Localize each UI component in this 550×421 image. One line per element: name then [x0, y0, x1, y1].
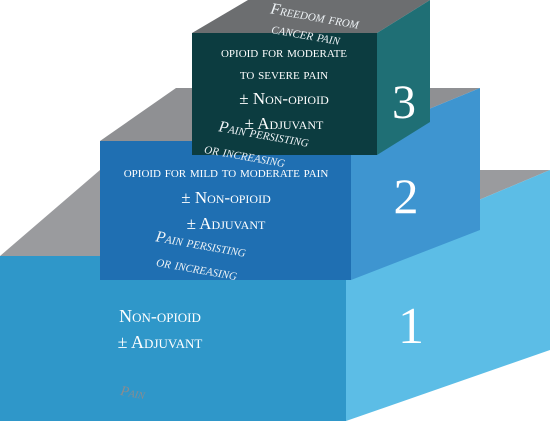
step-2-treatment-line-2: ± Non-opioid	[181, 188, 271, 207]
step-1-treatment-line-2: ± Adjuvant	[118, 332, 203, 352]
step-3-top-face	[192, 0, 430, 33]
step-1-treatment-line-1: Non-opioid	[119, 306, 201, 326]
step-3-treatment-line-1: opioid for moderate	[221, 45, 347, 61]
step-2-number: 2	[394, 168, 419, 224]
pain-base-label: Pain	[118, 384, 147, 403]
step-1-right-face	[346, 170, 550, 421]
step-2-treatment-line-1: opioid for mild to moderate pain	[124, 165, 329, 181]
step-3-front-face	[192, 33, 377, 155]
step-3-number: 3	[392, 76, 416, 129]
step-1-number: 1	[398, 298, 424, 355]
step-1-front-face	[0, 256, 346, 421]
step-3-block	[192, 0, 430, 155]
step-2-treatment-line-3: ± Adjuvant	[187, 214, 266, 233]
step-3-treatment-line-2: to severe pain	[240, 67, 328, 83]
step-3-treatment-line-3: ± Non-opioid	[239, 89, 329, 108]
step-3-treatment-line-4: ± Adjuvant	[245, 114, 324, 133]
step-3-right-face	[377, 0, 430, 155]
step-2-front-face	[100, 141, 351, 280]
